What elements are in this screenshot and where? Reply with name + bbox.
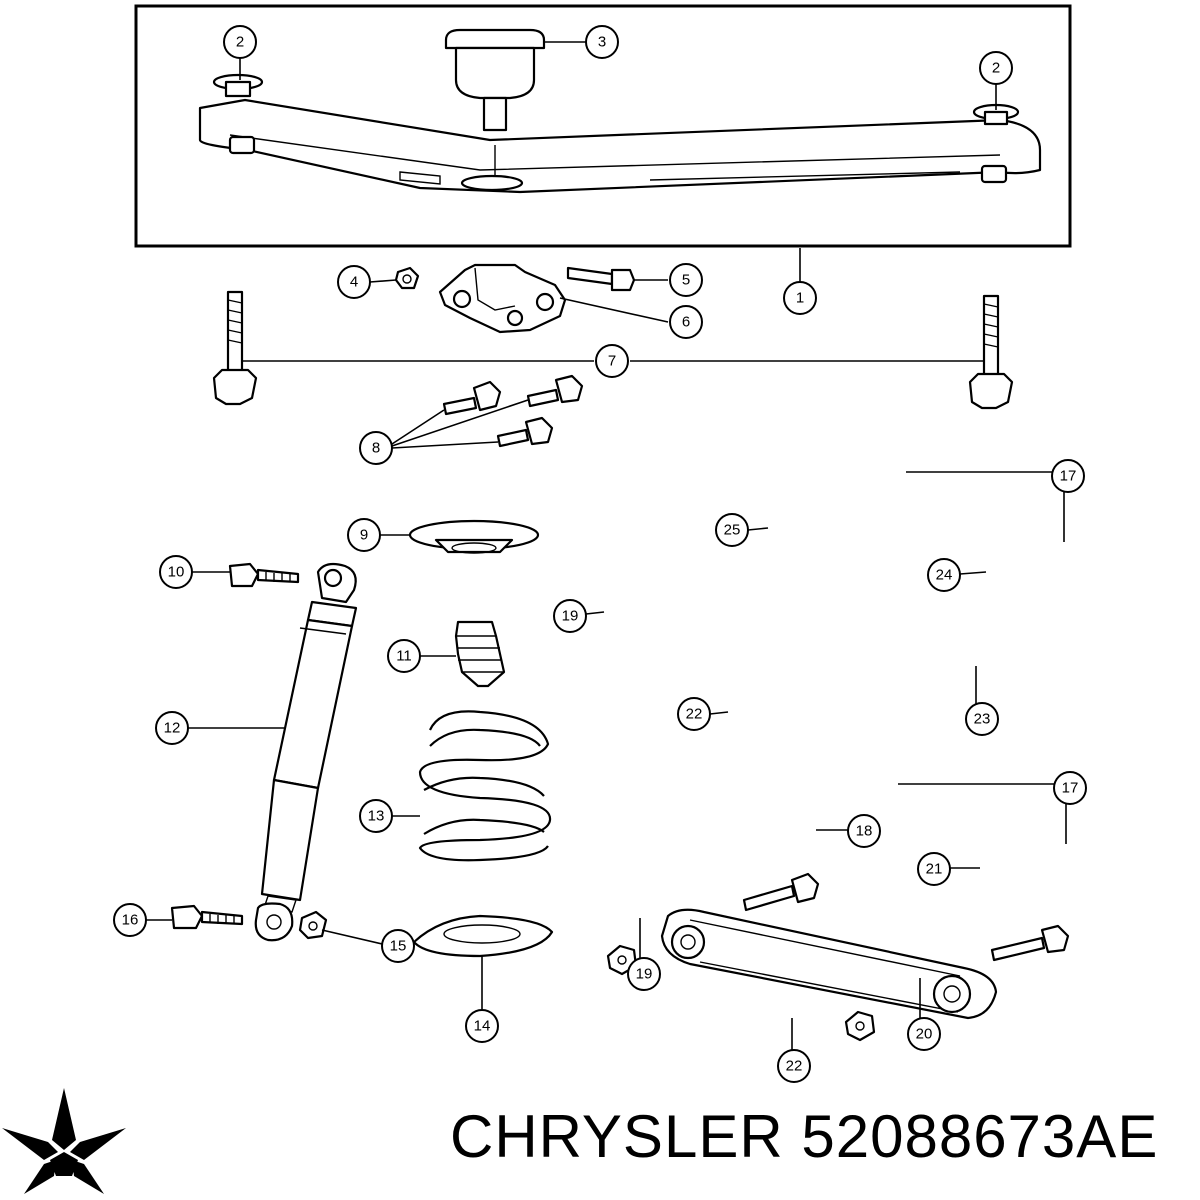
callout-c20: 20: [907, 1017, 941, 1051]
ball-joint: [444, 28, 546, 132]
callout-label: 19: [636, 966, 653, 983]
callout-label: 21: [926, 861, 943, 878]
callout-label: 22: [686, 706, 703, 723]
callout-label: 5: [682, 272, 690, 289]
callout-c17b: 17: [1053, 771, 1087, 805]
callout-label: 17: [1060, 468, 1077, 485]
callout-c19b: 19: [627, 957, 661, 991]
leader-lines: [146, 41, 1067, 1050]
brand-name: CHRYSLER: [450, 1103, 784, 1170]
callout-label: 6: [682, 314, 690, 331]
callout-c5: 5: [669, 263, 703, 297]
callout-c11: 11: [387, 639, 421, 673]
long-bolts: [212, 290, 1014, 410]
callout-label: 22: [786, 1058, 803, 1075]
callout-c24: 24: [927, 558, 961, 592]
callout-label: 9: [360, 527, 368, 544]
callout-c13: 13: [359, 799, 393, 833]
callout-label: 25: [724, 522, 741, 539]
callout-label: 2: [236, 34, 244, 51]
spring-isolator-lower: [412, 914, 554, 958]
callout-c22a: 22: [677, 697, 711, 731]
brand-part-label: CHRYSLER 52088673AE: [450, 1102, 1158, 1171]
jounce-bumper: [454, 620, 506, 688]
callout-label: 7: [608, 353, 616, 370]
callout-label: 20: [916, 1026, 933, 1043]
callout-label: 23: [974, 711, 991, 728]
upper-control-arm: [198, 73, 1042, 194]
callout-c8: 8: [359, 431, 393, 465]
callout-label: 1: [796, 290, 804, 307]
callout-label: 17: [1062, 780, 1079, 797]
callout-label: 3: [598, 34, 606, 51]
callout-c19a: 19: [553, 599, 587, 633]
spring-isolator-upper: [408, 519, 540, 554]
callout-c7: 7: [595, 344, 629, 378]
callout-label: 4: [350, 274, 358, 291]
callout-c2a: 2: [223, 25, 257, 59]
callout-c12: 12: [155, 711, 189, 745]
callout-label: 13: [368, 808, 385, 825]
part-number: 52088673AE: [801, 1103, 1159, 1170]
bracket-bolts: [442, 374, 584, 448]
callout-label: 10: [168, 564, 185, 581]
callout-label: 18: [856, 823, 873, 840]
callout-label: 24: [936, 567, 953, 584]
callout-c16: 16: [113, 903, 147, 937]
callout-c2b: 2: [979, 51, 1013, 85]
callout-c14: 14: [465, 1009, 499, 1043]
callout-c10: 10: [159, 555, 193, 589]
callout-label: 14: [474, 1018, 491, 1035]
callout-label: 8: [372, 440, 380, 457]
upper-arm-detail-frame: [134, 4, 1072, 248]
axle-bracket: [394, 263, 636, 334]
callout-label: 2: [992, 60, 1000, 77]
callout-c15: 15: [381, 929, 415, 963]
callout-c21: 21: [917, 852, 951, 886]
callout-c18: 18: [847, 814, 881, 848]
callout-c4: 4: [337, 265, 371, 299]
callout-c6: 6: [669, 305, 703, 339]
callout-c25: 25: [715, 513, 749, 547]
callout-c1: 1: [783, 281, 817, 315]
callout-c9: 9: [347, 518, 381, 552]
callout-label: 16: [122, 912, 139, 929]
shock-absorber: [170, 562, 358, 942]
callout-c23: 23: [965, 702, 999, 736]
callout-c22b: 22: [777, 1049, 811, 1083]
callout-label: 11: [396, 648, 412, 665]
callout-label: 19: [562, 608, 579, 625]
callout-c17a: 17: [1051, 459, 1085, 493]
chrysler-pentastar-icon: [2, 1088, 126, 1194]
coil-spring: [418, 710, 552, 862]
callout-label: 12: [164, 720, 181, 737]
lower-control-arm: [606, 872, 1070, 1042]
callout-label: 15: [390, 938, 407, 955]
callout-c3: 3: [585, 25, 619, 59]
